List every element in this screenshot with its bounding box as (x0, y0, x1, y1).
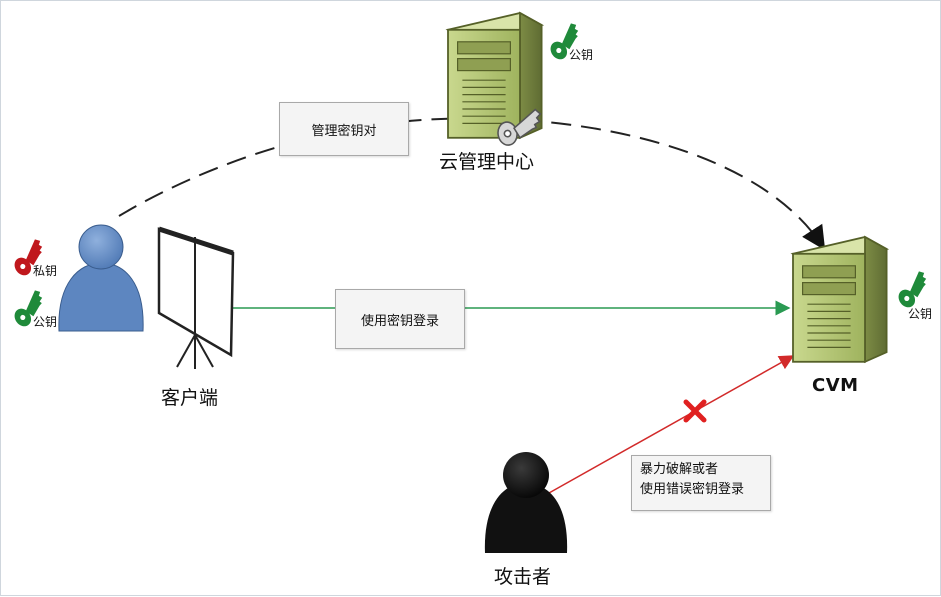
cvm-server-icon (792, 236, 888, 363)
blocked-x-icon (683, 399, 707, 423)
attack-box: 暴力破解或者 使用错误密钥登录 (631, 455, 771, 511)
key-management-path (118, 117, 826, 251)
login-box-text: 使用密钥登录 (360, 313, 439, 329)
key-pair-box-text: 管理密钥对 (311, 123, 377, 139)
client-label: 客户端 (161, 387, 219, 409)
attacker-label: 攻击者 (494, 566, 552, 588)
client-terminal-icon (157, 226, 235, 369)
key-pair-box: 管理密钥对 (279, 102, 409, 156)
attacker-icon (484, 452, 568, 553)
server-public-key-label: 公钥 (569, 48, 594, 62)
attack-box-line2: 使用错误密钥登录 (640, 482, 745, 497)
login-box: 使用密钥登录 (335, 289, 465, 349)
attack-arrow (548, 355, 795, 494)
cvm-label: CVM (812, 375, 859, 396)
client-private-key-label: 私钥 (33, 264, 58, 278)
cvm-public-key-label: 公钥 (908, 307, 933, 321)
attack-box-line1: 暴力破解或者 (640, 462, 719, 477)
client-user-icon (58, 224, 144, 332)
cloud-center-label: 云管理中心 (439, 151, 535, 173)
client-public-key-label: 公钥 (33, 315, 58, 329)
